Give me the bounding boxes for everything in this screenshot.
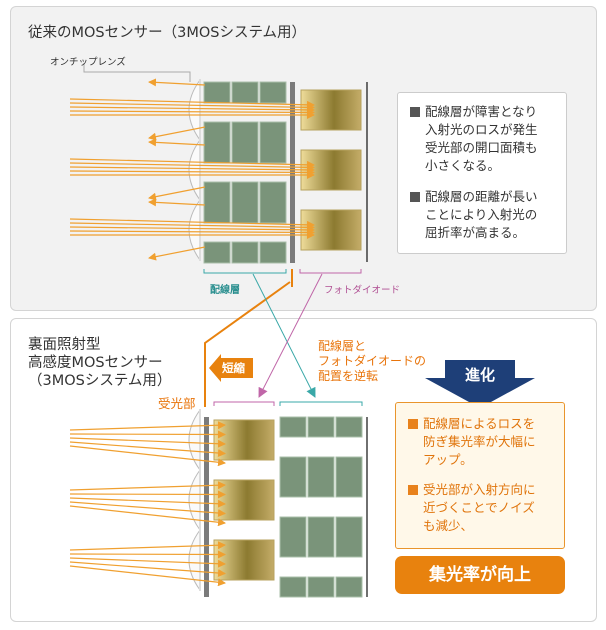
down-arrow-icon	[425, 360, 535, 408]
on-chip-lens	[188, 469, 201, 531]
reflected-ray	[148, 246, 206, 261]
light-ray	[69, 162, 315, 172]
square-bullet-icon	[410, 107, 420, 117]
shorten-arrow: 短縮	[209, 354, 253, 382]
light-ray	[69, 421, 226, 431]
wiring-block	[307, 456, 335, 498]
lens-leader-line	[83, 63, 191, 82]
light-ray	[69, 541, 226, 551]
wiring-layer-label: 配線層	[210, 285, 240, 296]
reflected-ray	[148, 126, 206, 141]
square-bullet-icon	[408, 485, 418, 495]
wiring-block	[335, 576, 363, 598]
left-arrow-icon	[209, 354, 253, 382]
wiring-block	[259, 241, 287, 264]
wiring-block	[231, 241, 259, 264]
light-ray	[69, 561, 226, 577]
on-chip-lens	[188, 409, 201, 471]
light-ray	[69, 441, 226, 457]
on-chip-lens	[188, 79, 201, 141]
on-chip-lens	[188, 199, 201, 261]
top-panel-title: 従来のMOSセンサー（3MOSシステム用）	[28, 25, 307, 41]
conventional-notes-box: 配線層が障害となり 入射光のロスが発生 受光部の開口面積も 小さくなる。 配線層…	[397, 92, 567, 254]
light-ray	[69, 481, 226, 491]
wiring-block	[279, 576, 307, 598]
light-ray	[69, 228, 315, 237]
reflected-ray	[148, 198, 206, 207]
note-item: 配線層の距離が長い ことにより入射光の 屈折率が高まる。	[410, 188, 560, 242]
light-ray	[69, 165, 315, 174]
photodiode	[213, 539, 275, 581]
wiring-bracket	[279, 401, 363, 406]
wiring-block	[203, 181, 231, 224]
light-ray	[69, 98, 315, 109]
reflected-ray	[148, 138, 206, 147]
photodiode	[213, 479, 275, 521]
light-ray	[69, 445, 226, 467]
light-ray	[69, 168, 315, 177]
wiring-block	[203, 121, 231, 164]
note-item: 配線層によるロスを 防ぎ集光率が大幅に アップ。	[408, 415, 558, 469]
wiring-block	[307, 416, 335, 438]
light-ray	[69, 222, 315, 232]
light-ray	[69, 565, 226, 587]
on-chip-lens-label: オンチップレンズ	[50, 57, 126, 68]
wiring-block	[335, 456, 363, 498]
square-bullet-icon	[408, 419, 418, 429]
photodiode-swap-arrow	[258, 273, 323, 398]
light-ray	[69, 550, 226, 559]
wiring-block	[203, 81, 231, 104]
photodiode-bracket	[213, 401, 275, 406]
light-ray	[69, 430, 226, 439]
light-ray	[69, 557, 226, 568]
wiring-block	[231, 121, 259, 164]
light-ray	[69, 225, 315, 234]
wiring-block	[279, 516, 307, 558]
reflected-ray	[148, 78, 206, 87]
light-ray	[69, 218, 315, 229]
light-ray	[69, 105, 315, 114]
light-ray	[69, 158, 315, 169]
light-ray	[69, 102, 315, 112]
substrate-bar	[204, 417, 209, 597]
receiver-label: 受光部	[158, 396, 196, 411]
swap-label: 配線層と フォトダイオードの 配置を逆転	[318, 339, 427, 383]
wiring-block	[335, 416, 363, 438]
wiring-block	[279, 456, 307, 498]
photodiode-label: フォトダイオード	[324, 285, 401, 296]
wiring-block	[307, 516, 335, 558]
note-item: 配線層が障害となり 入射光のロスが発生 受光部の開口面積も 小さくなる。	[410, 103, 560, 175]
square-bullet-icon	[410, 192, 420, 202]
bsi-notes-box: 配線層によるロスを 防ぎ集光率が大幅に アップ。 受光部が入射方向に 近づくこと…	[395, 402, 565, 549]
bottom-panel-title: 裏面照射型 高感度MOSセンサー （3MOSシステム用）	[28, 337, 172, 389]
light-ray	[69, 501, 226, 517]
wiring-swap-arrow	[252, 273, 316, 398]
on-chip-lens	[188, 529, 201, 591]
wiring-block	[259, 121, 287, 164]
light-ray	[69, 490, 226, 499]
photodiode-bracket	[299, 269, 362, 274]
wiring-block	[203, 241, 231, 264]
wiring-block	[279, 416, 307, 438]
distance-connector	[204, 281, 291, 407]
light-ray	[69, 108, 315, 117]
wiring-block	[259, 81, 287, 104]
wiring-block	[307, 576, 335, 598]
reflected-ray	[148, 186, 206, 201]
wiring-block	[335, 516, 363, 558]
light-ray	[69, 437, 226, 448]
result-badge: 集光率が向上	[395, 556, 565, 594]
wiring-bracket	[203, 269, 287, 274]
wiring-block	[231, 81, 259, 104]
light-ray	[69, 505, 226, 527]
on-chip-lens	[188, 139, 201, 201]
evolution-arrow: 進化	[425, 360, 535, 410]
note-item: 受光部が入射方向に 近づくことでノイズ も減少、	[408, 481, 558, 535]
wiring-block	[259, 181, 287, 224]
light-ray	[69, 497, 226, 508]
wiring-block	[231, 181, 259, 224]
photodiode	[213, 419, 275, 461]
